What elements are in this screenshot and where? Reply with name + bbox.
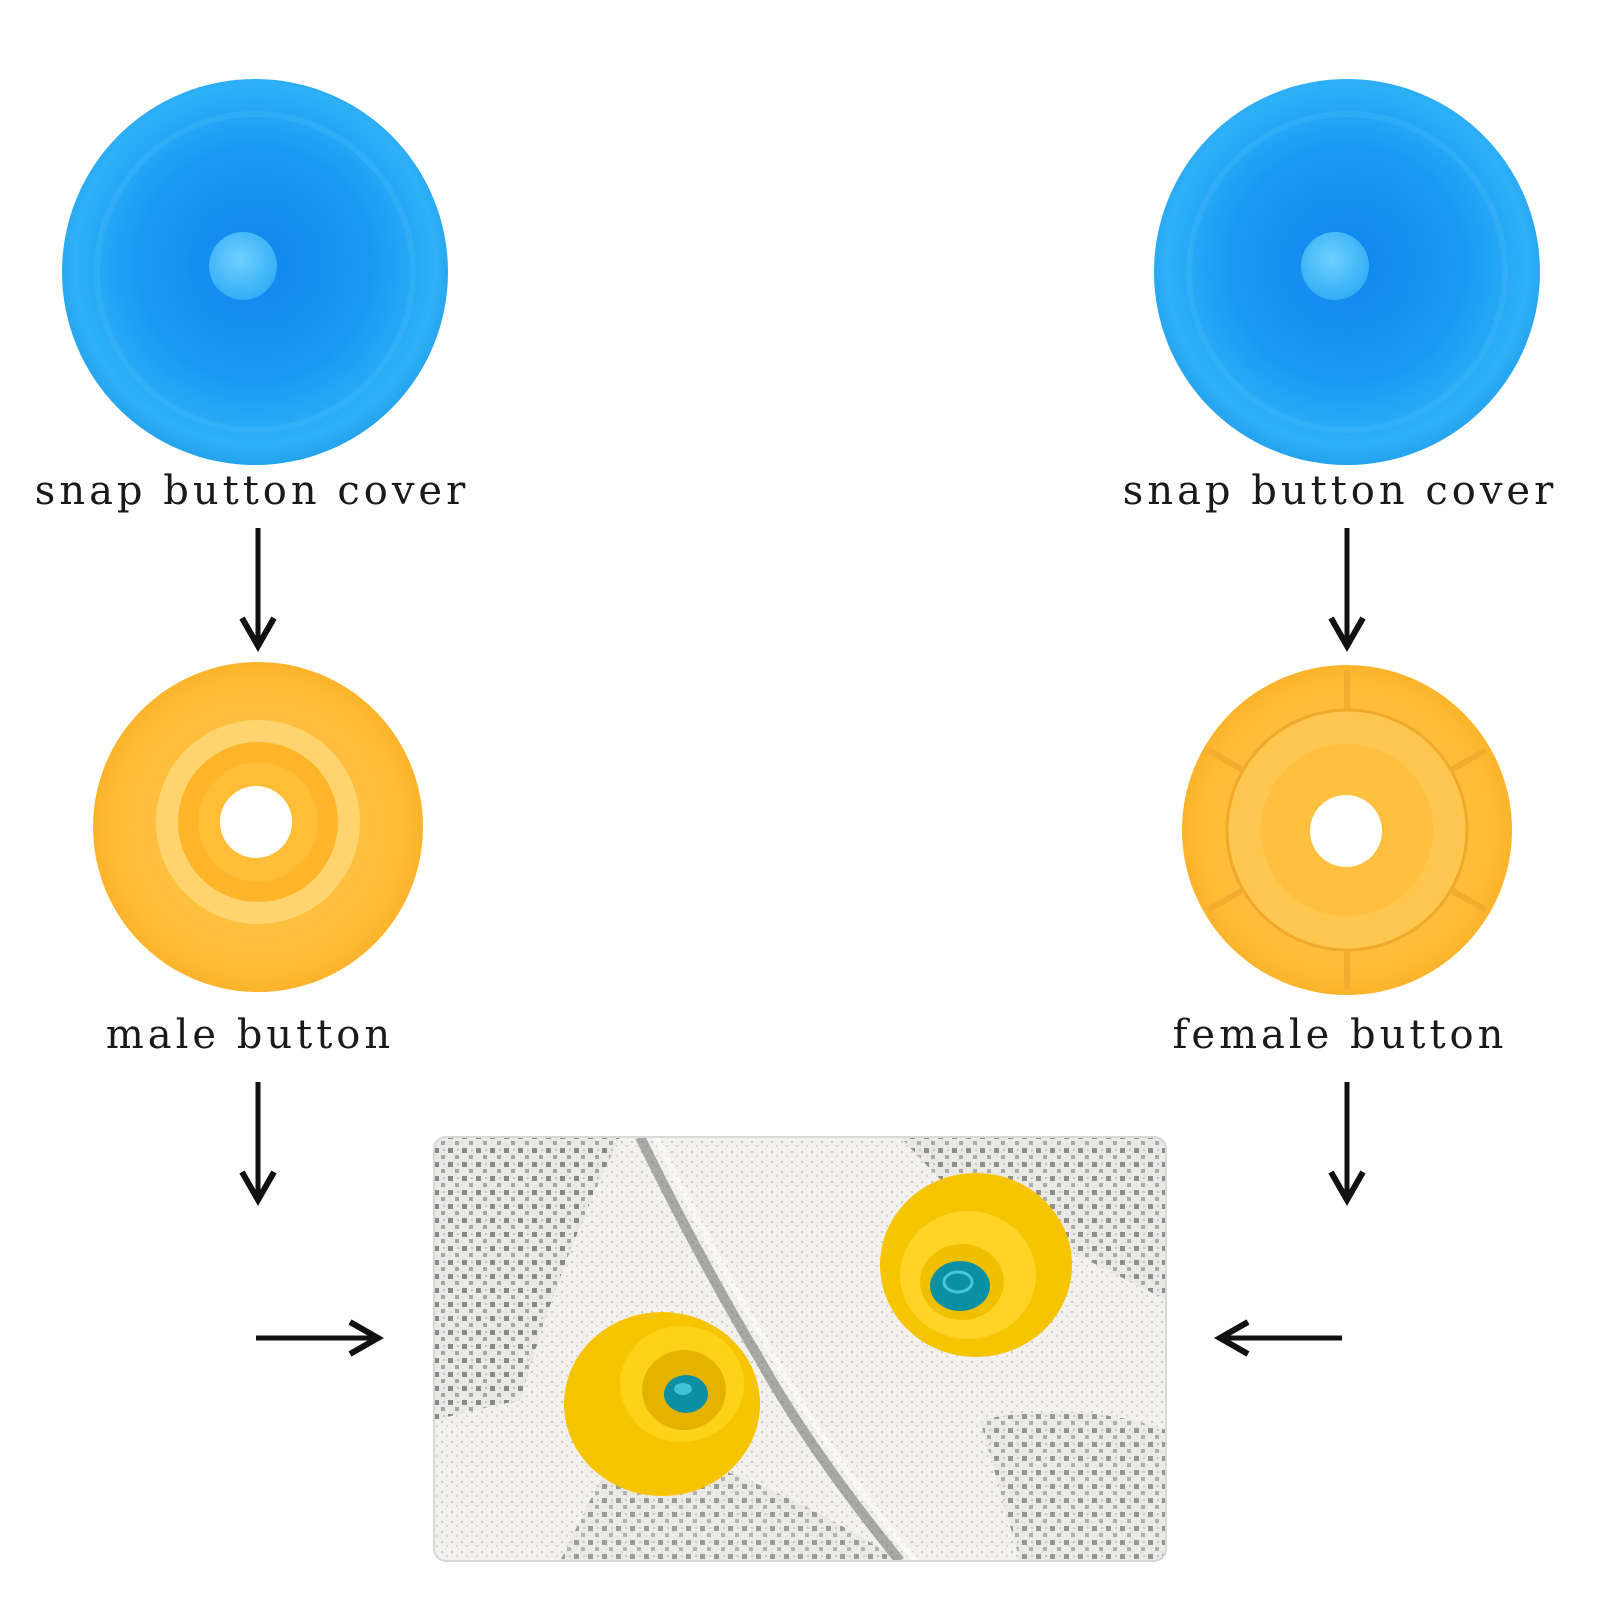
photo-female-button	[880, 1173, 1072, 1357]
photo-male-button	[564, 1312, 760, 1496]
right-snap-cover-image	[1154, 79, 1540, 465]
male-button-image	[93, 662, 423, 992]
female-button-label: female button	[1172, 1012, 1508, 1058]
left-snap-cover-image	[62, 79, 448, 465]
female-button-image	[1182, 665, 1512, 995]
left-cover-label: snap button cover	[34, 468, 470, 514]
male-button-label: male button	[105, 1012, 395, 1058]
right-cover-label: snap button cover	[1122, 468, 1558, 514]
installed-buttons-photo	[434, 1137, 1166, 1561]
